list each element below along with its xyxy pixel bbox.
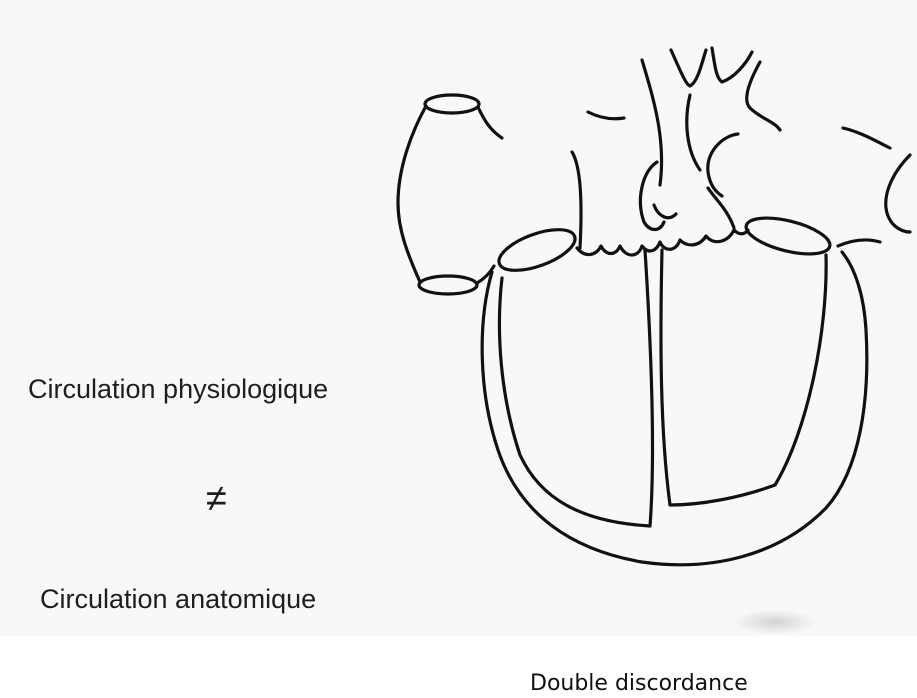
arch-branch-2 [712,48,752,82]
pulmonary-curl [708,134,738,196]
right-pulmonary-lower [838,240,880,246]
vena-cava-top-opening [425,95,479,113]
outer-ventricle-wall [482,252,867,565]
figure-caption: Double discordance [530,671,748,696]
left-pulmonary-vessel [588,112,624,119]
arch-branch-1 [671,50,706,86]
arch-center [687,95,700,170]
not-equal-symbol: ≠ [206,478,227,521]
vena-cava-bottom-opening [419,276,477,294]
anatomic-circulation-label: Circulation anatomique [40,584,316,615]
left-valve-ring [494,221,580,278]
right-pulmonary-upper [843,128,890,148]
arch-right-curve [747,62,780,130]
right-valve-ring [743,211,834,261]
left-ventricle-inner [499,250,652,526]
right-pulmonary-curve [886,155,910,232]
vena-cava-right-wall [478,107,502,138]
aorta-inner-curl-right [654,205,676,218]
vena-cava-left-wall [398,106,426,282]
right-ventricle-inner [661,250,826,505]
physiologic-circulation-label: Circulation physiologique [28,374,328,405]
